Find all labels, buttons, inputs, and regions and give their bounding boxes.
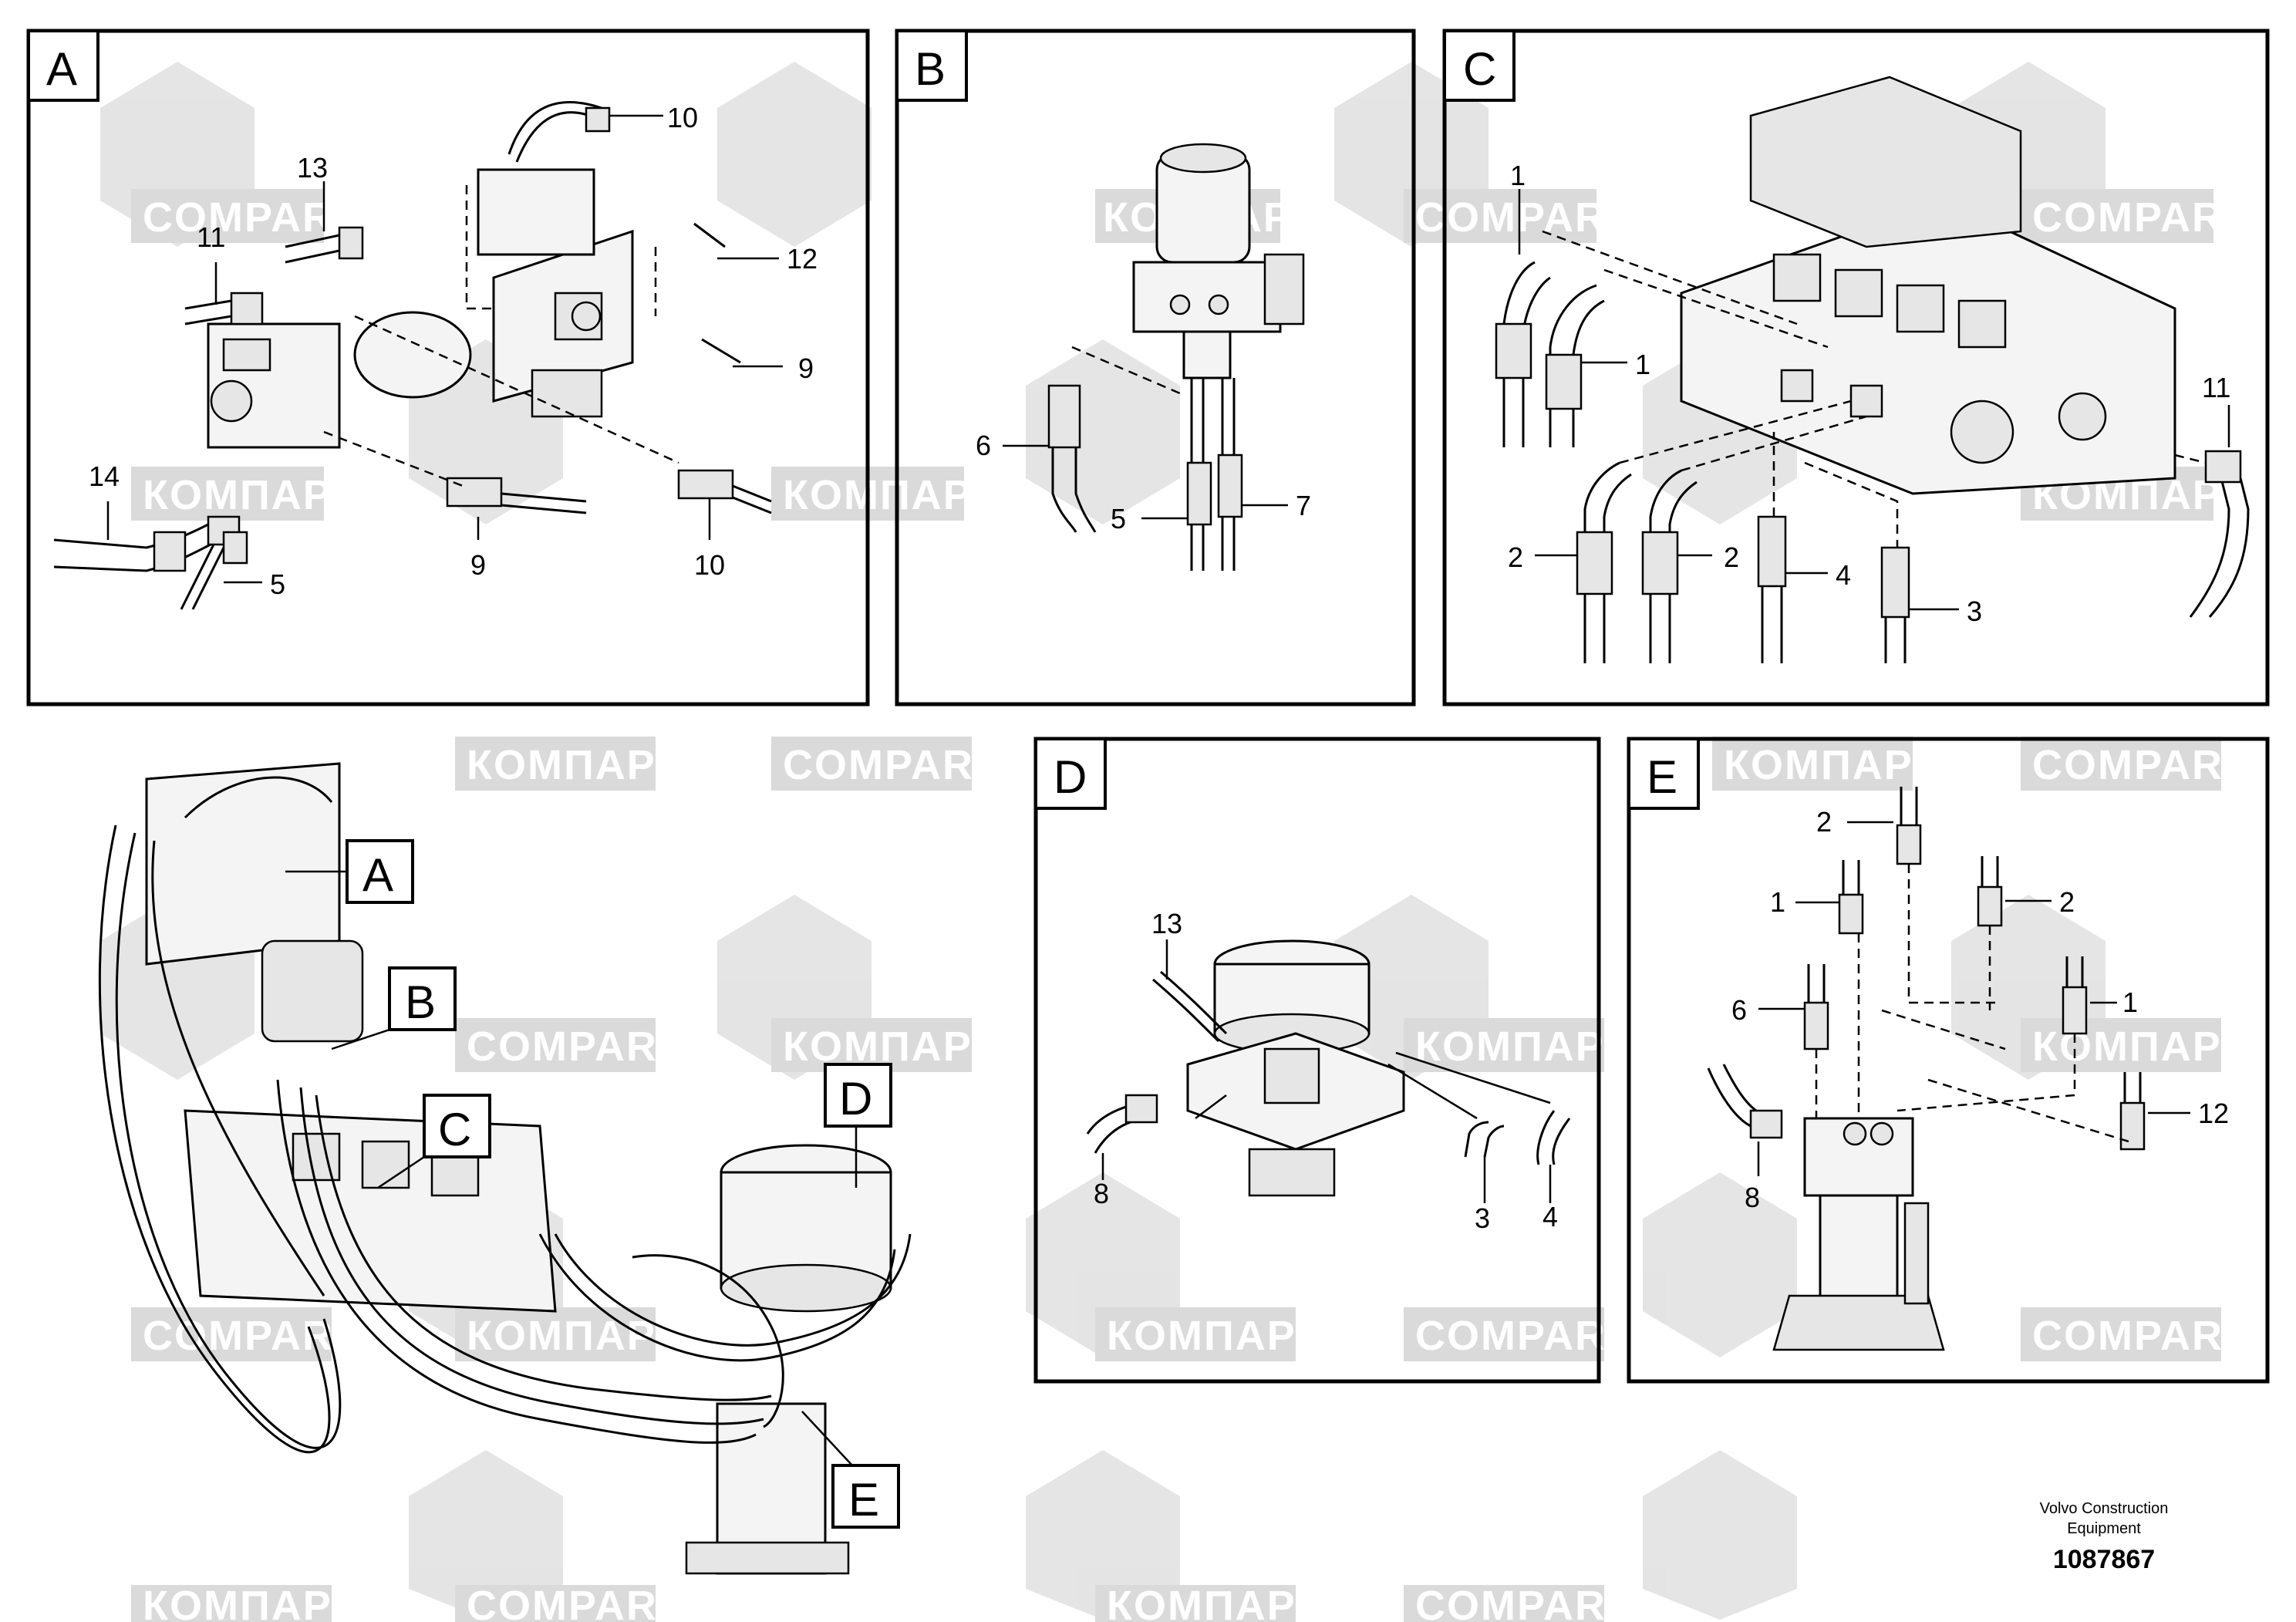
- company-line-1: Volvo Construction: [2040, 1500, 2169, 1517]
- callout-e-12: 12: [2198, 1098, 2229, 1129]
- svg-text:COMPART: COMPART: [467, 1583, 685, 1622]
- svg-text:COMPART: COMPART: [2032, 1313, 2250, 1359]
- callout-a-9-bottom: 9: [470, 549, 486, 581]
- svg-text:КОМПАРТ: КОМПАРТ: [1107, 1313, 1323, 1359]
- panel-c-control-valve: [1680, 76, 2176, 495]
- panel-e-tag: [1627, 737, 1700, 810]
- callout-b-5: 5: [1111, 503, 1126, 534]
- svg-text:КОМПАРТ: КОМПАРТ: [783, 472, 999, 518]
- overview-tag-c-label: C: [438, 1104, 471, 1155]
- svg-text:COMPART: COMPART: [143, 194, 361, 241]
- callout-c-3: 3: [1967, 595, 1982, 627]
- callout-c-2-left: 2: [1508, 541, 1523, 573]
- panel-c-label: C: [1463, 43, 1496, 95]
- panel-d-swing-motor: [1186, 939, 1405, 1197]
- panel-e-label: E: [1647, 751, 1677, 803]
- callout-c-1-top: 1: [1510, 160, 1526, 191]
- callout-d-13: 13: [1151, 908, 1182, 939]
- overview-assembly: A B C D E: [98, 762, 912, 1575]
- panel-c-tag: [1443, 29, 1515, 102]
- svg-text:КОМПАРТ: КОМПАРТ: [1724, 742, 1940, 788]
- panel-b-label: B: [915, 43, 946, 95]
- callout-a-12: 12: [787, 243, 818, 275]
- svg-text:КОМПАРТ: КОМПАРТ: [467, 1313, 683, 1359]
- callout-a-11: 11: [197, 221, 225, 253]
- callout-e-1-left: 1: [1770, 886, 1785, 918]
- callout-d-8: 8: [1094, 1178, 1109, 1209]
- callout-a-9-right: 9: [798, 352, 814, 384]
- panel-d-label: D: [1054, 751, 1087, 803]
- overview-tag-a: [346, 839, 414, 904]
- panel-a-tag: [27, 29, 99, 102]
- overview-tag-a-label: A: [362, 849, 393, 901]
- panel-a-valve-block: [207, 168, 634, 449]
- callout-e-2-top: 2: [1816, 806, 1832, 838]
- svg-text:COMPART: COMPART: [467, 1023, 685, 1070]
- callout-a-10-top: 10: [667, 102, 698, 133]
- callout-b-7: 7: [1296, 490, 1311, 521]
- panel-a: A: [26, 29, 870, 706]
- svg-text:COMPART: COMPART: [2032, 742, 2250, 788]
- footer: Volvo Construction Equipment 1087867: [2040, 1500, 2169, 1574]
- callout-a-13: 13: [297, 152, 328, 184]
- callout-e-1-right: 1: [2122, 986, 2138, 1018]
- callout-c-1-mid: 1: [1635, 349, 1650, 380]
- panel-d: D 13 8 3 4: [1033, 737, 1601, 1384]
- panel-b-filter-unit: [1132, 143, 1305, 379]
- callout-c-2-right: 2: [1724, 541, 1739, 573]
- overview-tag-d: [824, 1063, 892, 1128]
- svg-text:КОМПАРТ: КОМПАРТ: [783, 1023, 999, 1070]
- svg-text:КОМПАРТ: КОМПАРТ: [467, 742, 683, 788]
- panel-a-label: A: [46, 43, 77, 95]
- callout-c-11: 11: [2202, 372, 2230, 403]
- panel-e-swivel-joint: [1772, 1117, 1945, 1351]
- panel-e: E: [1627, 737, 2270, 1384]
- svg-text:COMPART: COMPART: [1415, 1313, 1633, 1359]
- drawing-number: 1087867: [2053, 1545, 2155, 1574]
- callout-d-3: 3: [1475, 1202, 1490, 1234]
- svg-text:КОМПАРТ: КОМПАРТ: [1107, 1583, 1323, 1622]
- overview-tag-b: [388, 966, 457, 1031]
- svg-text:КОМПАРТ: КОМПАРТ: [143, 1583, 359, 1622]
- overview-tag-e-label: E: [848, 1474, 879, 1526]
- svg-text:COMPART: COMPART: [1415, 194, 1633, 241]
- company-line-2: Equipment: [2067, 1520, 2141, 1537]
- callout-e-2-right: 2: [2059, 886, 2075, 918]
- callout-c-4: 4: [1836, 559, 1851, 591]
- panel-b: B 6 5 7: [895, 29, 1416, 706]
- svg-text:COMPART: COMPART: [2032, 194, 2250, 241]
- panel-c: C: [1442, 29, 2270, 706]
- overview-tag-e: [831, 1464, 900, 1529]
- svg-text:КОМПАРТ: КОМПАРТ: [1415, 1023, 1631, 1070]
- panel-b-tag: [895, 29, 968, 102]
- svg-text:COMPART: COMPART: [1415, 1583, 1633, 1622]
- overview-tag-d-label: D: [839, 1073, 872, 1125]
- svg-text:COMPART: COMPART: [783, 742, 1001, 788]
- callout-b-6: 6: [976, 430, 991, 461]
- callout-a-10-bottom: 10: [694, 549, 725, 581]
- callout-e-8: 8: [1745, 1182, 1760, 1213]
- overview-tag-c: [423, 1094, 491, 1158]
- svg-text:КОМПАРТ: КОМПАРТ: [143, 472, 359, 518]
- callout-d-4: 4: [1542, 1201, 1558, 1233]
- callout-a-5: 5: [270, 568, 285, 600]
- panel-d-tag: [1034, 737, 1107, 810]
- overview-tag-b-label: B: [405, 976, 436, 1028]
- callout-e-6: 6: [1731, 994, 1747, 1026]
- callout-a-14: 14: [89, 460, 120, 492]
